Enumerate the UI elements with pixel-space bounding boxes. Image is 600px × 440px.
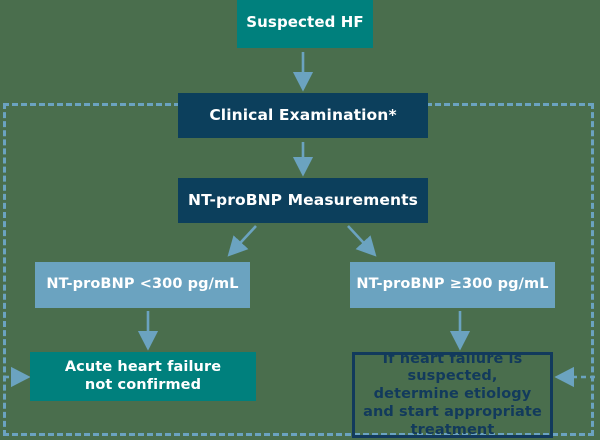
node-suspected-hf[interactable]: Suspected HF (237, 0, 373, 48)
node-ntprobnp-at-or-above-300[interactable]: NT-proBNP ≥300 pg/mL (350, 262, 555, 308)
node-ntprobnp-measurements[interactable]: NT-proBNP Measurements (178, 178, 428, 223)
node-ntprobnp-below-300[interactable]: NT-proBNP <300 pg/mL (35, 262, 250, 308)
node-determine-etiology-and-treat[interactable]: If heart failure is suspected, determine… (352, 351, 553, 438)
node-clinical-examination[interactable]: Clinical Examination* (178, 93, 428, 138)
arrow-measure-to-low (227, 225, 257, 257)
node-acute-heart-failure-not-confirmed[interactable]: Acute heart failure not confirmed (30, 352, 256, 401)
arrow-measure-to-high (347, 225, 377, 257)
